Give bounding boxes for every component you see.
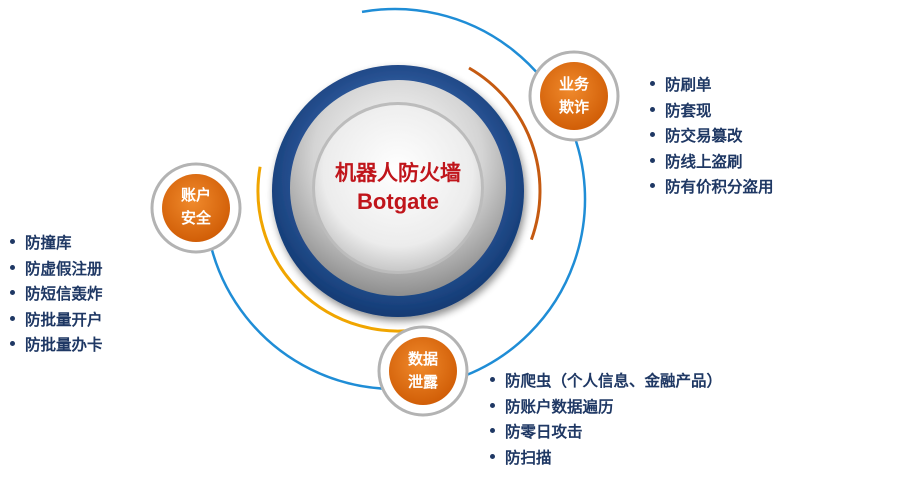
dark-orange-arc (468, 66, 542, 241)
bullet-icon (10, 264, 15, 270)
bullet-icon (10, 290, 15, 295)
orbit-ring (203, 7, 587, 391)
bullet-icon (650, 132, 655, 137)
orange-arc (256, 166, 423, 333)
list-item: 防零日攻击 (490, 420, 722, 446)
account-security-list: 防撞库 防虚假注册 防短信轰炸 防批量开户 防批量办卡 (10, 231, 103, 359)
node-business-label-1: 业务 (559, 75, 590, 93)
bullet-icon (650, 183, 655, 188)
list-item: 防虚假注册 (10, 257, 103, 283)
bullet-icon (10, 239, 15, 244)
bullet-icon (490, 377, 495, 382)
center-title: 机器人防火墙 (335, 161, 461, 185)
list-item: 防批量办卡 (10, 333, 103, 359)
business-fraud-list: 防刷单 防套现 防交易篡改 防线上盗刷 防有价积分盗用 (650, 73, 774, 201)
bullet-icon (10, 315, 15, 321)
list-item: 防批量开户 (10, 308, 103, 334)
bullet-icon (490, 428, 495, 433)
list-item: 防刷单 (650, 73, 774, 99)
list-item: 防爬虫（个人信息、金融产品） (490, 369, 722, 395)
bullet-icon (650, 157, 655, 163)
center-subtitle: Botgate (357, 189, 439, 214)
bullet-icon (490, 402, 495, 408)
list-item: 防套现 (650, 99, 774, 125)
node-business-fraud[interactable]: 业务 欺诈 (528, 50, 620, 142)
list-item: 防账户数据遍历 (490, 395, 722, 421)
core-inner (315, 105, 481, 271)
node-account-label-1: 账户 (181, 186, 211, 204)
list-item: 防短信轰炸 (10, 282, 103, 308)
node-data-label-1: 数据 (408, 350, 438, 368)
node-account-label-2: 安全 (181, 209, 212, 227)
list-item: 防扫描 (490, 446, 722, 472)
bullet-icon (650, 106, 655, 112)
list-item: 防撞库 (10, 231, 103, 257)
node-data-leakage[interactable]: 数据 泄露 (377, 325, 469, 417)
bullet-icon (490, 453, 495, 459)
list-item: 防交易篡改 (650, 124, 774, 150)
data-leakage-list: 防爬虫（个人信息、金融产品） 防账户数据遍历 防零日攻击 防扫描 (490, 369, 722, 471)
node-account-security[interactable]: 账户 安全 (150, 162, 242, 254)
list-item: 防线上盗刷 (650, 150, 774, 176)
node-data-label-2: 泄露 (408, 373, 439, 391)
list-item: 防有价积分盗用 (650, 175, 774, 201)
node-business-label-2: 欺诈 (559, 98, 589, 116)
bullet-icon (650, 81, 655, 86)
bullet-icon (10, 341, 15, 346)
